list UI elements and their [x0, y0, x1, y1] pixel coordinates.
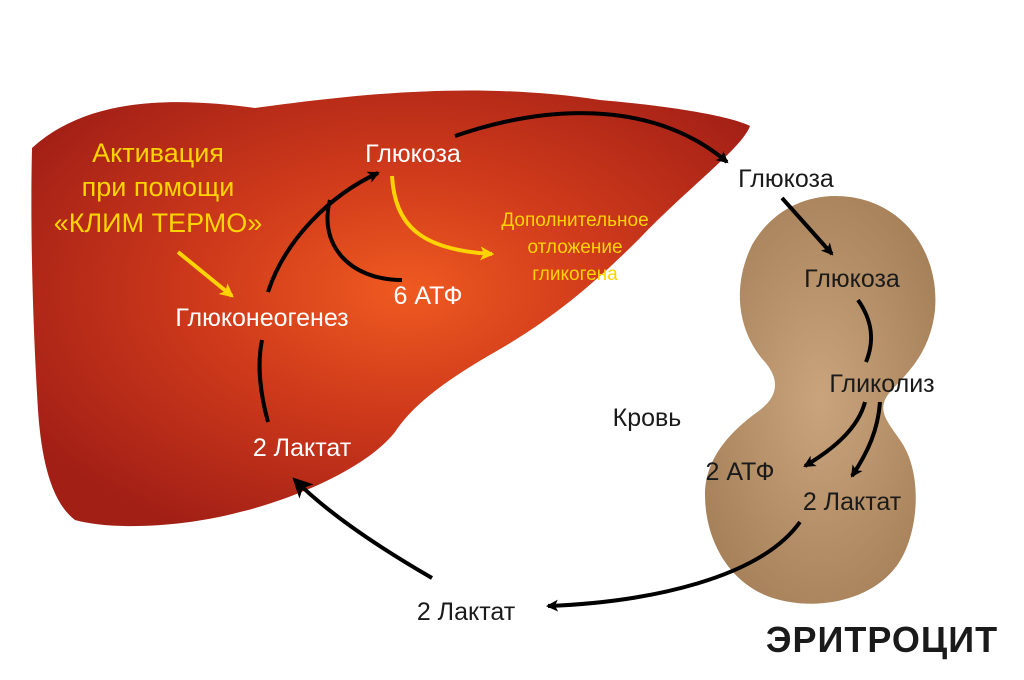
activation-label-line1: Активация	[92, 138, 224, 168]
blood-glucose-label: Глюкоза	[738, 165, 834, 193]
glycolysis-label: Гликолиз	[829, 370, 934, 398]
extra-glycogen-line1: Дополнительное	[501, 210, 648, 231]
extra-glycogen-line2: отложение	[527, 237, 622, 258]
erythrocyte-shape	[705, 196, 936, 604]
atp-cost-label: 6 АТФ	[393, 282, 462, 310]
cell-lactate-label: 2 Лактат	[803, 488, 902, 516]
erythrocyte-title: ЭРИТРОЦИТ	[766, 619, 998, 660]
activation-label-line3: «КЛИМ ТЕРМО»	[54, 208, 263, 238]
arrow-blood-lactate-to-liver	[292, 477, 433, 580]
blood-lactate-label: 2 Лактат	[417, 598, 516, 626]
arrow-liver-glucose-to-blood	[454, 111, 729, 164]
extra-glycogen-line3: гликогена	[532, 264, 618, 285]
arrow-glycolysis-to-atp	[803, 401, 867, 468]
arrow-atp-input	[325, 199, 403, 282]
blood-label: Кровь	[613, 404, 682, 432]
arrow-glucose-to-glycolysis	[856, 298, 874, 363]
arrow-cell-lactate-to-blood	[546, 520, 802, 612]
arrow-glycolysis-to-lactate	[850, 401, 882, 478]
arrow-blood-glucose-to-cell	[780, 196, 834, 256]
atp-gain-label: 2 АТФ	[705, 458, 774, 486]
liver-lactate-label: 2 Лактат	[253, 434, 352, 462]
arrow-activation-to-gluconeogenesis	[176, 250, 234, 298]
gluconeogenesis-label: Глюконеогенез	[175, 304, 348, 332]
cell-glucose-label: Глюкоза	[804, 265, 900, 293]
arrow-lactate-to-gluconeogenesis	[257, 339, 270, 423]
activation-label-line2: при помощи	[82, 172, 235, 202]
arrow-glucose-to-glycogen	[390, 175, 495, 261]
liver-glucose-label: Глюкоза	[365, 140, 461, 168]
liver-shape	[31, 90, 751, 527]
arrow-gluconeogenesis-to-glucose	[266, 171, 380, 293]
